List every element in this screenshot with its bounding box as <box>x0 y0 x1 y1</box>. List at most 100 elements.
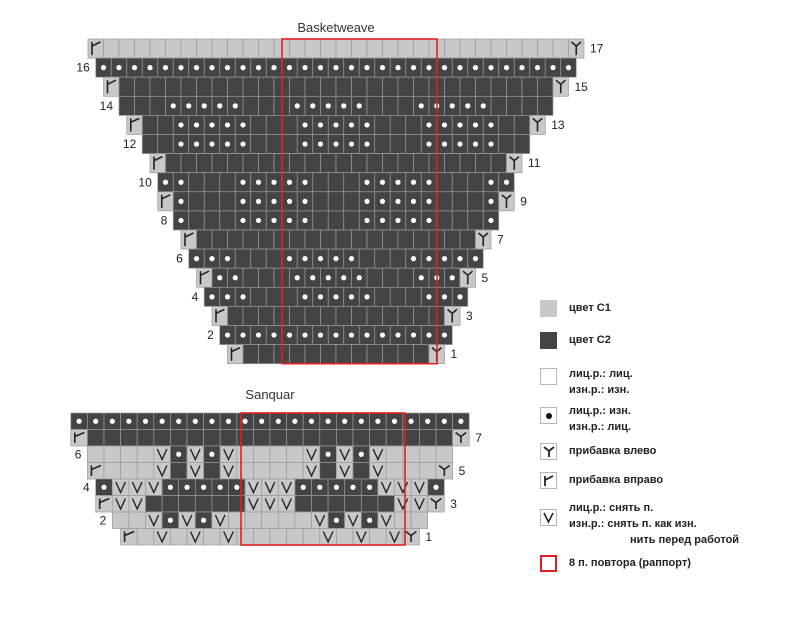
stitch-cell <box>120 445 138 463</box>
purl-dot-mark <box>379 65 386 71</box>
stitch-cell <box>467 191 484 212</box>
stitch-cell <box>103 38 120 59</box>
slip-stitch-mark <box>247 498 259 511</box>
purl-dot-mark <box>395 198 401 204</box>
purl-dot-mark <box>410 179 417 185</box>
stitch-cell <box>435 429 453 447</box>
stitch-cell <box>227 306 244 326</box>
purl-dot-mark <box>142 418 149 424</box>
purl-dot-mark <box>259 418 265 424</box>
stitch-cell <box>304 229 321 250</box>
legend-repeat-label: 8 п. повтора (раппорт) <box>569 557 691 569</box>
increase-right-mark <box>74 431 85 443</box>
stitch-cell <box>250 286 267 307</box>
stitch-cell <box>188 210 205 231</box>
purl-dot-mark <box>441 141 448 147</box>
stitch-cell <box>410 511 429 529</box>
stitch-cell <box>269 528 287 546</box>
stitch-cell <box>459 76 476 97</box>
stitch-cell <box>211 38 228 59</box>
purl-dot-mark <box>178 179 184 185</box>
row-number: 4 <box>83 480 90 494</box>
stitch-cell <box>304 76 321 97</box>
slip-stitch-mark <box>223 448 234 462</box>
stitch-cell <box>211 495 229 513</box>
stitch-cell <box>170 462 188 480</box>
purl-dot-mark <box>480 103 486 109</box>
legend-slip-line3: нить перед работой <box>630 534 740 546</box>
row-number: 14 <box>100 99 114 113</box>
purl-dot-mark <box>472 122 479 128</box>
purl-dot-mark <box>193 65 200 71</box>
slip-stitch-mark <box>264 481 276 495</box>
purl-dot-mark <box>519 65 525 71</box>
purl-dot-mark <box>302 122 308 128</box>
purl-dot-mark <box>255 198 262 204</box>
slip-stitch-mark <box>115 481 127 495</box>
stitch-cell <box>521 38 538 59</box>
purl-dot-mark <box>317 256 324 262</box>
stitch-cell <box>180 229 197 250</box>
stitch-cell <box>304 38 321 59</box>
stitch-cell <box>382 267 399 288</box>
stitch-cell <box>227 153 244 174</box>
purl-dot-mark <box>426 141 432 147</box>
legend-slip-line2: изн.р.: снять п. как изн. <box>569 518 697 530</box>
stitch-cell <box>180 38 197 59</box>
purl-dot-mark <box>286 217 293 224</box>
stitch-cell <box>165 38 182 59</box>
purl-dot-mark <box>167 517 173 523</box>
repeat-box-icon <box>540 555 557 572</box>
purl-dot-mark <box>333 122 339 128</box>
slip-stitch-mark <box>181 514 193 528</box>
stitch-cell <box>382 95 399 116</box>
purl-dot-mark <box>441 294 448 300</box>
stitch-cell <box>475 38 492 59</box>
purl-dot-mark <box>333 141 339 147</box>
purl-dot-mark <box>342 418 348 424</box>
stitch-cell <box>196 38 213 59</box>
purl-dot-mark <box>348 141 355 147</box>
stitch-cell <box>366 267 383 288</box>
purl-dot-mark <box>317 332 324 338</box>
increase-left-mark <box>446 308 458 323</box>
stitch-cell <box>498 115 515 135</box>
slip-stitch-mark <box>264 498 276 511</box>
purl-dot-mark <box>170 103 176 109</box>
stitch-cell <box>250 134 267 154</box>
purl-dot-mark <box>410 65 417 71</box>
purl-dot-mark <box>224 141 231 147</box>
purl-dot-mark <box>426 294 432 300</box>
stitch-cell <box>227 344 244 365</box>
stitch-cell <box>219 191 236 212</box>
purl-dot-mark <box>100 65 107 71</box>
increase-left-mark <box>462 270 474 285</box>
purl-dot-mark <box>426 179 432 185</box>
purl-dot-mark <box>457 141 463 147</box>
stitch-cell <box>304 344 321 365</box>
stitch-cell <box>366 95 383 116</box>
purl-dot-icon <box>540 407 557 424</box>
stitch-cell <box>103 76 120 97</box>
purl-dot-mark <box>425 418 431 424</box>
purl-dot-mark <box>325 103 331 109</box>
stitch-cell <box>294 511 312 529</box>
purl-dot-mark <box>224 294 231 300</box>
purl-dot-mark <box>271 198 277 204</box>
purl-dot-mark <box>178 141 184 147</box>
stitch-cell <box>312 191 329 212</box>
purl-dot-mark <box>457 294 463 300</box>
purl-dot-mark <box>358 451 364 457</box>
stitch-cell <box>521 95 538 116</box>
stitch-cell <box>389 115 407 135</box>
stitch-cell <box>103 429 121 447</box>
stitch-cell <box>304 153 321 174</box>
increase-right-mark <box>184 232 194 247</box>
stitch-cell <box>242 76 259 97</box>
purl-dot-mark <box>367 484 373 490</box>
increase-left-mark <box>508 155 520 170</box>
stitch-cell <box>366 153 383 174</box>
purl-dot-mark <box>302 294 308 300</box>
purl-dot-mark <box>240 294 246 300</box>
